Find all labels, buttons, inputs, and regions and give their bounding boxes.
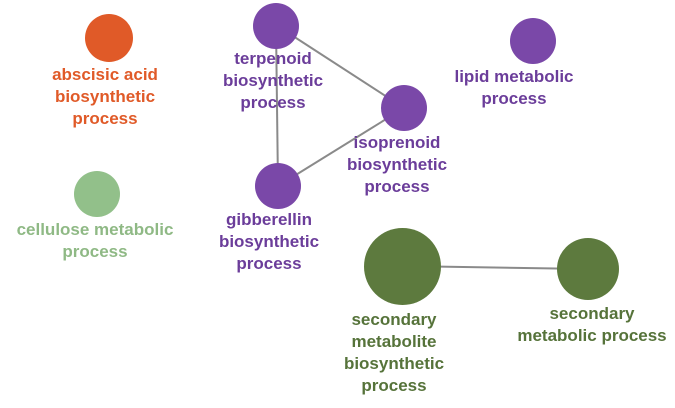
node-lipid-metabolic <box>510 18 556 64</box>
label-line: process <box>481 89 547 108</box>
label-line: process <box>364 177 430 196</box>
label-line: metabolite <box>351 332 437 351</box>
label-line: process <box>62 242 128 261</box>
label-line: process <box>240 93 306 112</box>
label-isoprenoid: isoprenoid biosynthetic process <box>347 132 447 198</box>
label-line: terpenoid <box>234 49 312 68</box>
label-line: metabolic process <box>517 326 667 345</box>
label-line: process <box>361 376 427 395</box>
label-line: cellulose metabolic <box>16 220 174 239</box>
label-secondary-metabolite-biosynthetic: secondary metabolite biosynthetic proces… <box>344 309 444 397</box>
node-isoprenoid <box>381 85 427 131</box>
node-cellulose-metabolic <box>74 171 120 217</box>
label-line: biosynthetic <box>218 232 320 251</box>
label-line: secondary <box>351 310 437 329</box>
node-terpenoid <box>253 3 299 49</box>
node-abscisic-acid <box>85 14 133 62</box>
label-line: biosynthetic <box>343 354 445 373</box>
label-line: secondary <box>549 304 635 323</box>
node-secondary-metabolic <box>557 238 619 300</box>
label-line: isoprenoid <box>353 133 441 152</box>
label-abscisic-acid: abscisic acid biosynthetic process <box>52 64 158 130</box>
label-cellulose-metabolic: cellulose metabolic process <box>17 219 174 263</box>
node-secondary-metabolite-biosynthetic <box>364 228 441 305</box>
label-line: abscisic acid <box>52 65 158 84</box>
label-line: process <box>236 254 302 273</box>
edge-isoprenoid-gibberellin <box>277 107 405 187</box>
label-secondary-metabolic: secondary metabolic process <box>517 303 666 347</box>
label-line: gibberellin <box>226 210 312 229</box>
label-terpenoid: terpenoid biosynthetic process <box>223 48 323 114</box>
node-gibberellin <box>255 163 301 209</box>
label-line: biosynthetic <box>346 155 448 174</box>
edge-terpenoid-gibberellin <box>275 24 279 187</box>
label-line: process <box>72 109 138 128</box>
label-line: biosynthetic <box>222 71 324 90</box>
label-line: biosynthetic <box>54 87 156 106</box>
label-gibberellin: gibberellin biosynthetic process <box>219 209 319 275</box>
label-line: lipid metabolic <box>454 67 574 86</box>
label-lipid-metabolic: lipid metabolic process <box>454 66 573 110</box>
edge-terpenoid-isoprenoid <box>275 24 405 109</box>
